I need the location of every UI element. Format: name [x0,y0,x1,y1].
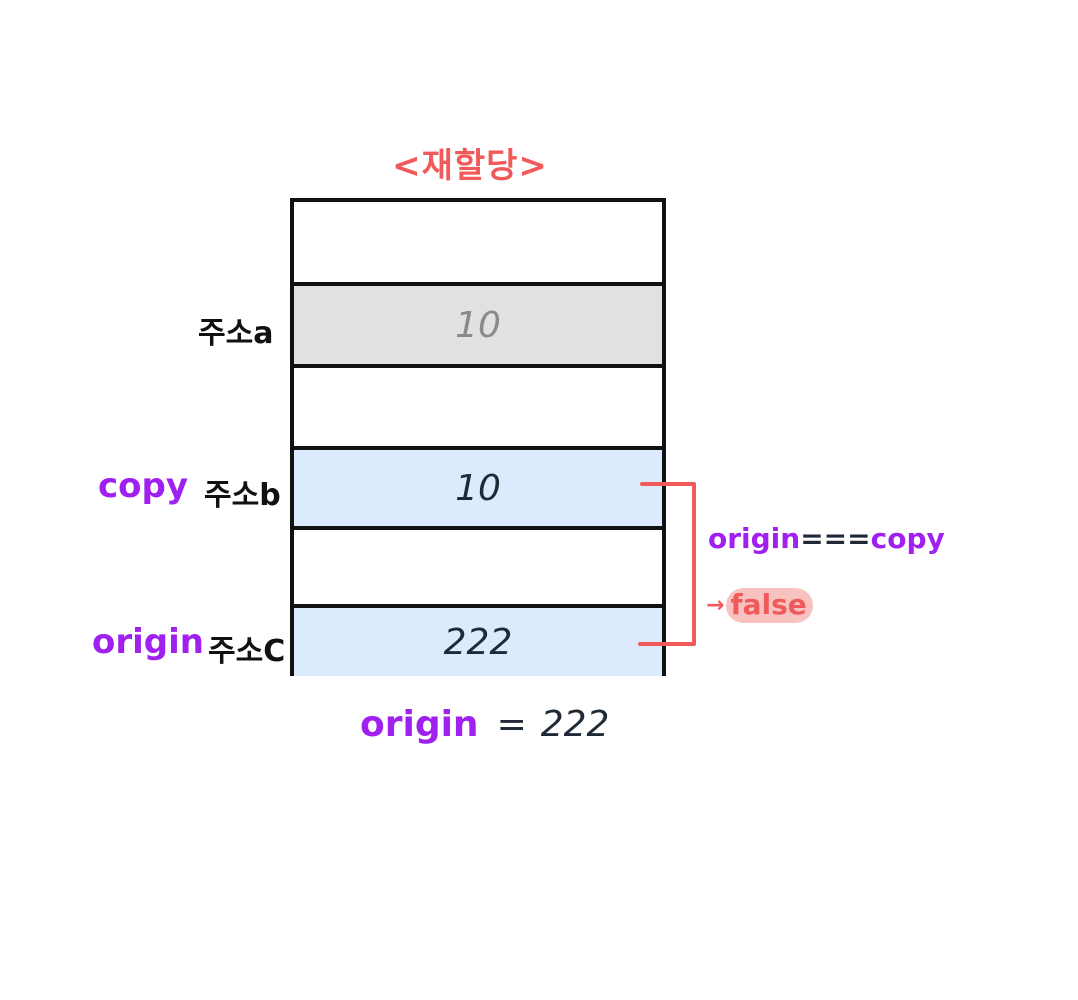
comparison-operator: === [800,522,871,555]
assignment-operator: = [496,704,527,745]
memory-cell-empty-2 [294,368,662,446]
address-label-c: 주소C [208,634,286,669]
variable-label-copy: copy [98,466,189,506]
memory-cell-empty-1 [294,202,662,282]
address-label-b: 주소b [204,478,281,513]
memory-cell-address-b: 10 [294,450,662,526]
memory-divider [294,364,662,368]
memory-divider [294,526,662,530]
memory-cell-address-a: 10 [294,286,662,364]
memory-cell-value: 10 [455,304,501,346]
assignment-expression: origin = 222 [360,704,609,745]
result-value: false [726,588,813,623]
memory-cell-value: 10 [455,467,501,509]
memory-divider [294,604,662,608]
comparison-right: copy [870,522,945,555]
address-label-a: 주소a [198,316,274,351]
variable-label-origin: origin [92,622,204,662]
comparison-expression: origin===copy [708,522,945,555]
assignment-value: 222 [540,704,610,745]
memory-divider [294,282,662,286]
memory-divider [294,446,662,450]
memory-cell-value: 222 [443,621,513,663]
diagram-title: <재할당> [392,146,548,186]
comparison-result: → false [706,588,813,623]
memory-stack: 10 10 222 [290,198,666,676]
arrow-right-icon: → [706,593,725,618]
comparison-left: origin [708,522,801,555]
comparison-bracket [638,482,696,646]
assignment-variable: origin [360,704,479,745]
memory-cell-empty-3 [294,530,662,604]
memory-cell-address-c: 222 [294,608,662,676]
